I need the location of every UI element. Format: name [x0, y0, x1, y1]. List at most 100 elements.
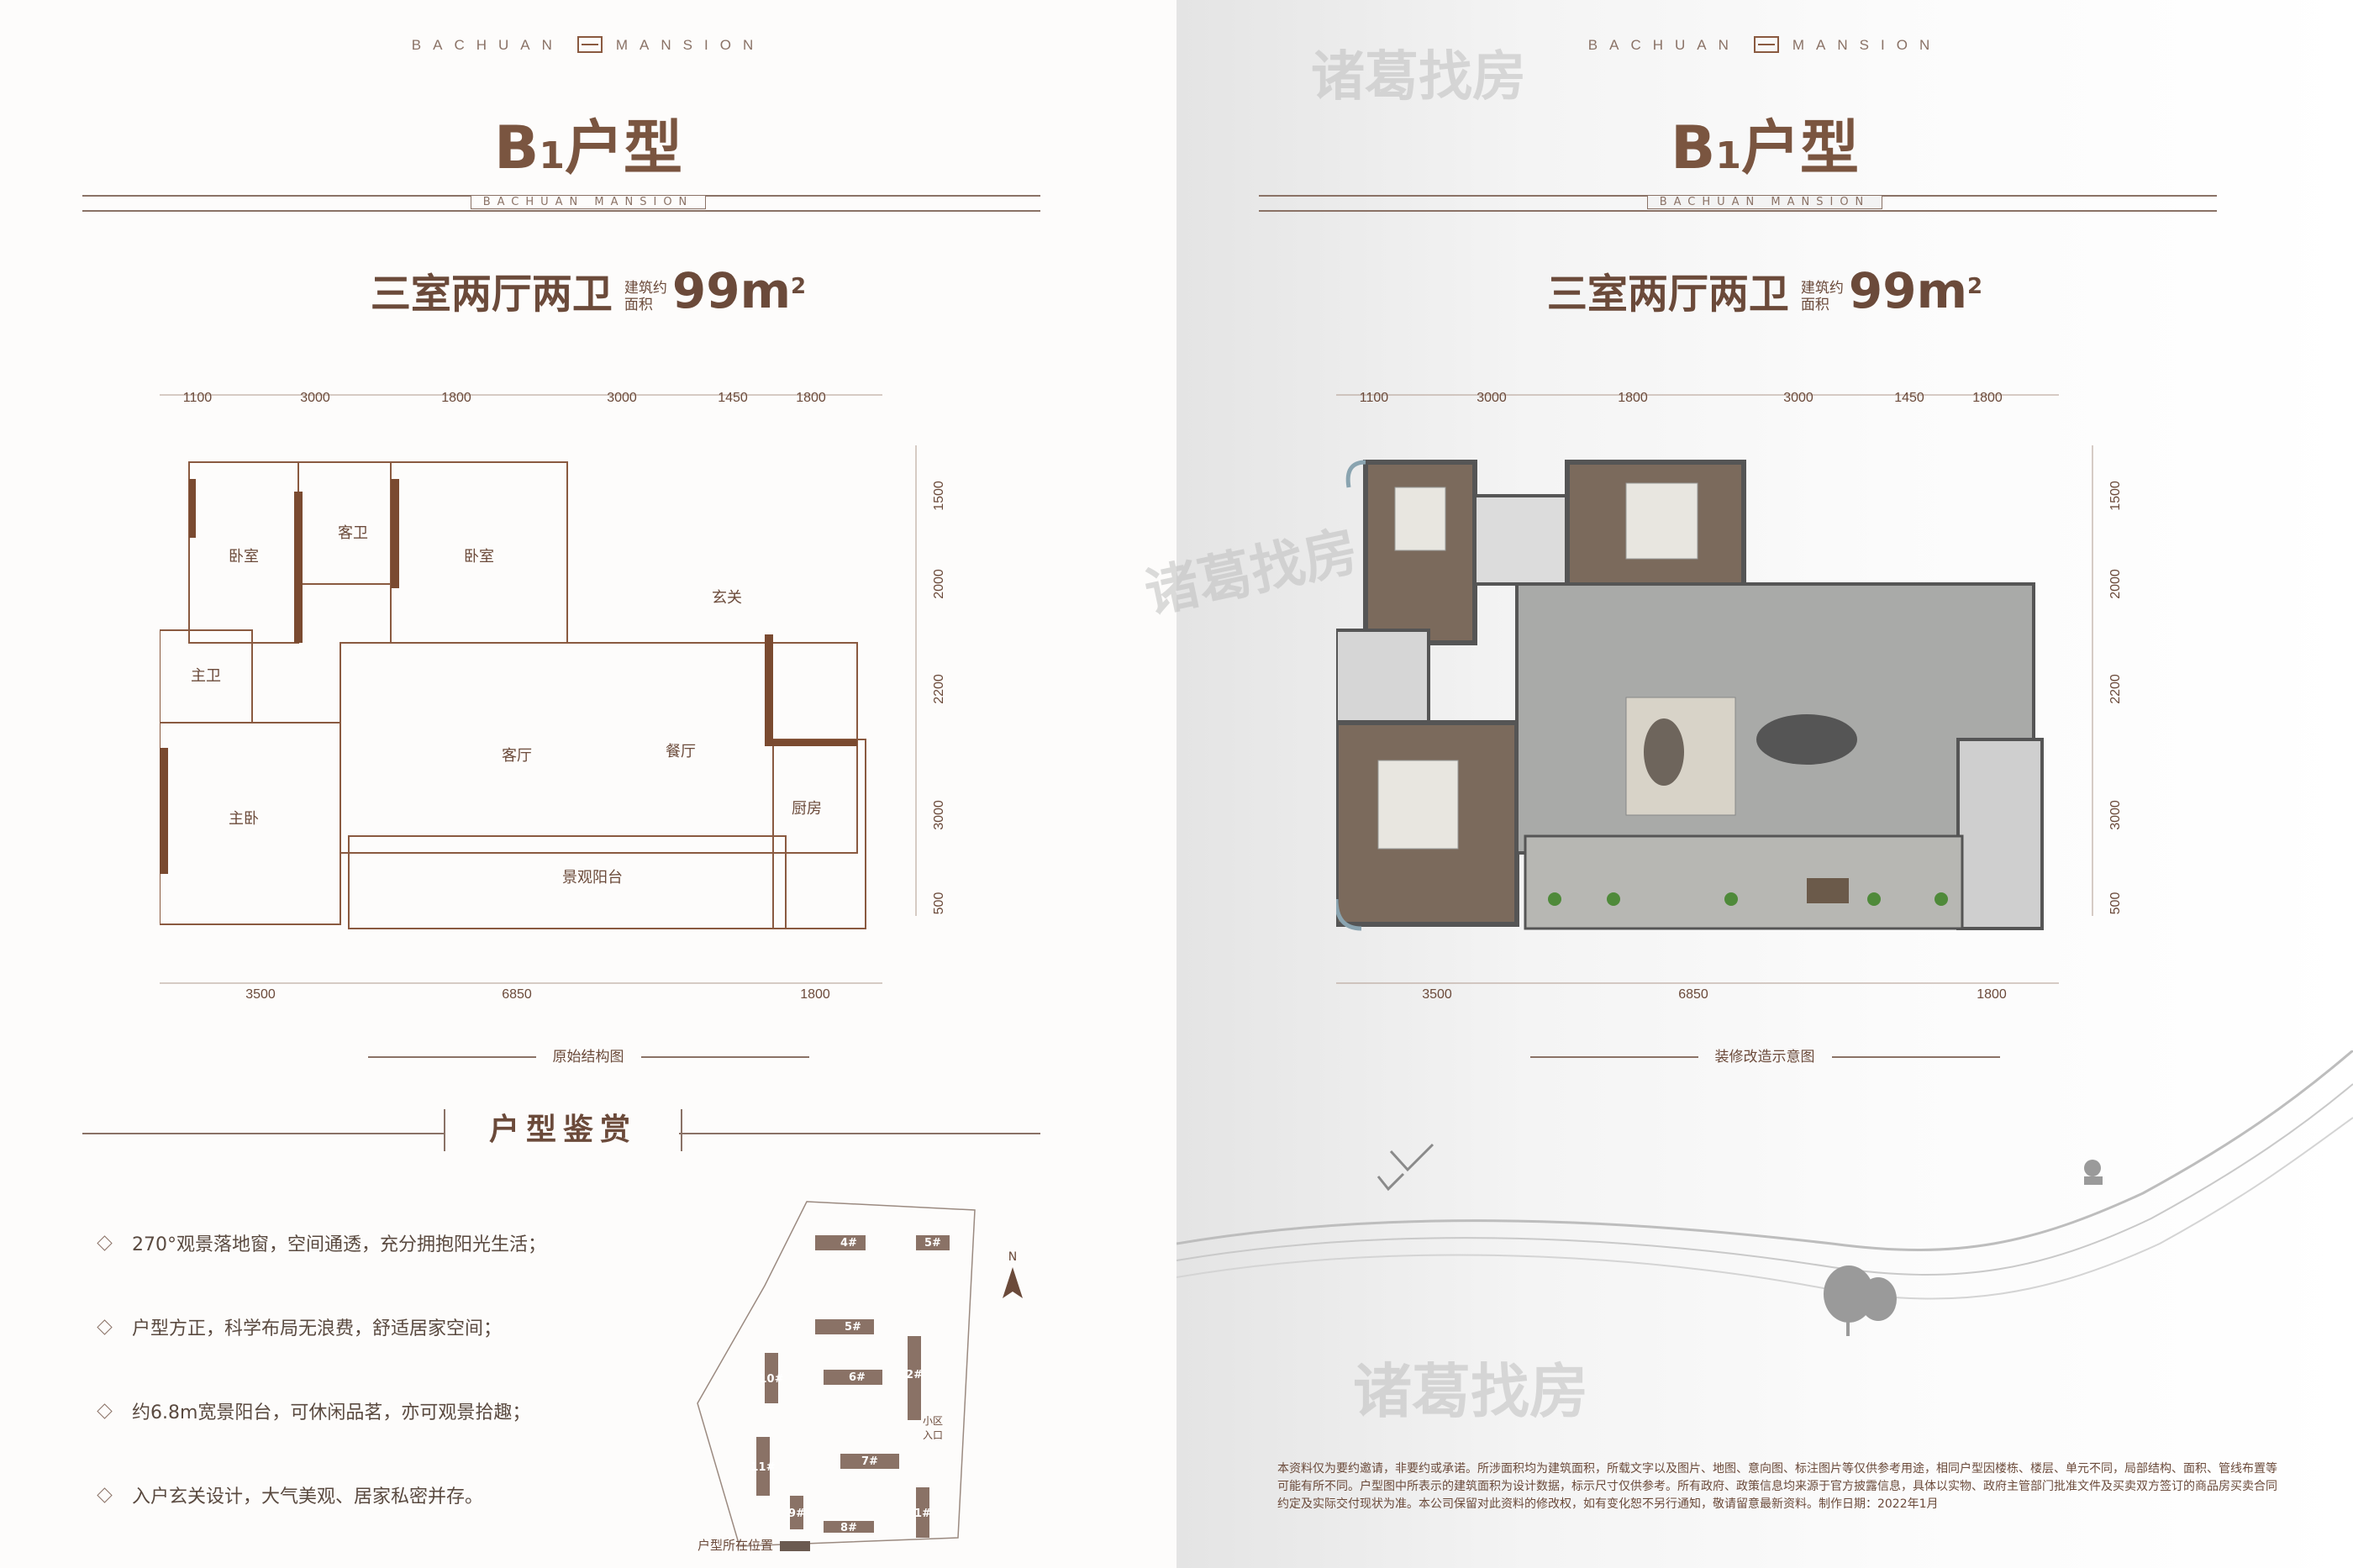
- building-label: 9#: [788, 1507, 805, 1520]
- dim-right: 500: [932, 892, 946, 915]
- section-title: 户型鉴赏: [444, 1109, 682, 1151]
- unit-title: B1户型: [0, 101, 1176, 186]
- watermark-text: 诸葛找房: [1311, 46, 1526, 108]
- right-plan-caption: 装修改造示意图: [1176, 1044, 2353, 1066]
- dim-right: 3000: [932, 800, 946, 830]
- building-label: 7#: [861, 1455, 878, 1468]
- room-label: 餐厅: [666, 743, 696, 760]
- entrance-label: 入口: [923, 1429, 943, 1441]
- unit-title-main: B: [494, 113, 540, 182]
- balcony-area: [1524, 834, 1964, 930]
- unit-title-rest: 户型: [1740, 113, 1859, 182]
- plant-icon: [1724, 892, 1738, 906]
- balcony-chairs: [1807, 878, 1849, 903]
- dim-top: 3000: [1783, 391, 1813, 405]
- renovated-plan-svg: 1100 3000 1800 3000 1450 1800 3500 6850 …: [1265, 391, 2123, 1002]
- original-floor-plan: 1100 3000 1800 3000 1450 1800 3500 6850 …: [88, 378, 966, 1017]
- diamond-bullet-icon: [97, 1319, 113, 1335]
- rule-label: BACHUAN MANSION: [0, 195, 1176, 209]
- dim-right: 2200: [932, 674, 946, 704]
- birds-icon: [1377, 1143, 1434, 1192]
- divider: [82, 1133, 444, 1134]
- dim-bottom: 1800: [1977, 987, 2007, 1002]
- dim-bottom: 6850: [1678, 987, 1708, 1002]
- dim-bottom: 3500: [1422, 987, 1452, 1002]
- unit-title-rest: 户型: [564, 113, 682, 182]
- brand-header: BACHUAN MANSION: [1176, 35, 2353, 55]
- brand-left: BACHUAN: [1587, 37, 1740, 53]
- tree-icon: [1824, 1265, 1897, 1336]
- dim-right: 3000: [2108, 800, 2123, 830]
- legend-key-icon: [780, 1540, 811, 1551]
- site-plan-caption: 户型所在位置: [697, 1536, 811, 1554]
- dim-right: 1500: [932, 481, 946, 511]
- room-label: 主卧: [229, 810, 259, 828]
- divider: [679, 1133, 1040, 1134]
- floor-plan-svg: 1100 3000 1800 3000 1450 1800 3500 6850 …: [88, 391, 946, 1002]
- feature-item: 入户玄关设计，大气美观、居家私密并存。: [97, 1481, 687, 1565]
- bed: [1377, 760, 1459, 850]
- site-plan-svg: 4# 5# 5# 10# 6# 2# 11# 7# 9# 8# 1# 小区 入口…: [697, 1201, 1023, 1547]
- diamond-bullet-icon: [97, 1487, 113, 1503]
- bed: [1625, 482, 1698, 560]
- building-label: 2#: [906, 1369, 923, 1381]
- room-label: 卧室: [229, 548, 259, 566]
- area-label: 建筑约面积: [1800, 280, 1844, 313]
- building-label: 5#: [924, 1237, 941, 1250]
- building-label: 8#: [840, 1522, 857, 1534]
- right-page: BACHUAN MANSION B1户型 BACHUAN MANSION 三室两厅…: [1176, 0, 2353, 1568]
- dim-bottom: 3500: [245, 987, 276, 1002]
- master-bath-area: [1334, 629, 1430, 724]
- plant-icon: [1607, 892, 1620, 906]
- brand-header: BACHUAN MANSION: [0, 35, 1176, 55]
- dim-top: 3000: [300, 391, 330, 405]
- disclaimer-text: 本资料仅为要约邀请，非要约或承诺。所涉面积均为建筑面积，所载文字以及图片、地图、…: [1277, 1462, 2277, 1511]
- dim-right: 500: [2108, 892, 2123, 915]
- room-label: 厨房: [792, 800, 822, 818]
- dim-top: 1800: [441, 391, 471, 405]
- dim-bottom: 6850: [502, 987, 532, 1002]
- dim-top: 1800: [796, 391, 826, 405]
- landscape-illustration: [1176, 1050, 2353, 1336]
- dim-right: 2200: [2108, 674, 2123, 704]
- dim-top: 1800: [1618, 391, 1648, 405]
- dim-top: 3000: [607, 391, 637, 405]
- brand-left: BACHUAN: [411, 37, 564, 53]
- dim-top: 1100: [1360, 391, 1389, 405]
- watermark-text: 诸葛找房: [1353, 1357, 1588, 1426]
- building-label: 5#: [845, 1321, 861, 1334]
- brand-right: MANSION: [615, 37, 766, 53]
- left-plan-caption: 原始结构图: [0, 1044, 1176, 1066]
- area-unit-sup: 2: [1967, 274, 1983, 299]
- bed: [1394, 487, 1446, 551]
- section-header: 户型鉴赏: [82, 1109, 1040, 1160]
- kitchen-area: [1956, 738, 2044, 930]
- building-label: 11#: [751, 1461, 776, 1474]
- room-label: 客厅: [502, 747, 532, 765]
- area-unit-sup: 2: [791, 274, 807, 299]
- dim-right: 2000: [2108, 569, 2123, 599]
- room-label: 卧室: [464, 548, 494, 566]
- room-label: 玄关: [712, 589, 742, 607]
- diamond-bullet-icon: [97, 1403, 113, 1419]
- unit-title: B1户型: [1176, 101, 2353, 186]
- feature-list: 270°观景落地窗，空间通透，充分拥抱阳光生活； 户型方正，科学布局无浪费，舒适…: [97, 1229, 687, 1565]
- building-label: 4#: [840, 1237, 857, 1250]
- feature-item: 约6.8m宽景阳台，可休闲品茗，亦可观景拾趣；: [97, 1397, 687, 1481]
- dim-top: 1800: [1972, 391, 2003, 405]
- room-label: 景观阳台: [562, 869, 623, 887]
- north-arrow-icon: N: [1003, 1250, 1023, 1298]
- area-value: 99m: [671, 262, 792, 319]
- room-label: 主卫: [191, 667, 221, 685]
- area-label: 建筑约面积: [624, 280, 667, 313]
- building-label: 6#: [849, 1371, 866, 1384]
- dim-top: 1450: [718, 391, 748, 405]
- building-label: 1#: [914, 1507, 931, 1520]
- plant-icon: [1935, 892, 1948, 906]
- cyclist-icon: [2084, 1160, 2103, 1185]
- brand-right: MANSION: [1792, 37, 1942, 53]
- site-plan: 4# 5# 5# 10# 6# 2# 11# 7# 9# 8# 1# 小区 入口…: [681, 1185, 1034, 1555]
- dim-bottom: 1800: [800, 987, 830, 1002]
